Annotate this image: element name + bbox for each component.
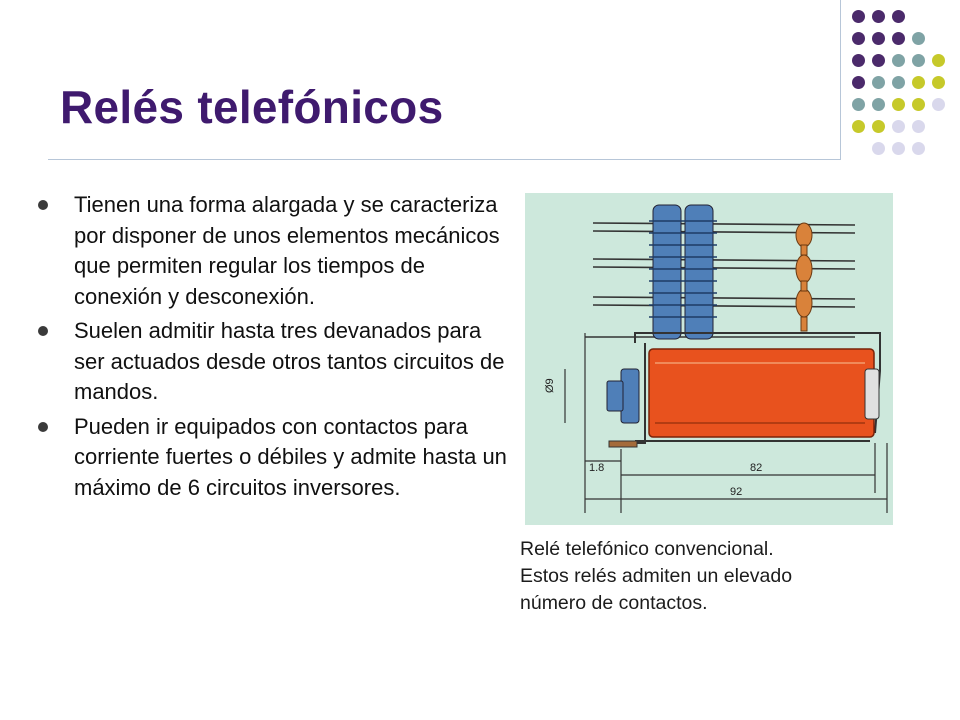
bullet-dot	[38, 326, 48, 336]
grid-dot	[852, 32, 865, 45]
corner-divider	[840, 0, 841, 160]
grid-dot	[892, 98, 905, 111]
dimension-82: 82	[750, 462, 762, 474]
decorative-dot-grid	[852, 10, 952, 160]
grid-dot	[852, 120, 865, 133]
bullet-dot	[38, 421, 48, 432]
dimension-diameter: Ø9	[544, 378, 556, 393]
grid-dot	[932, 98, 945, 111]
contact-stack	[649, 204, 717, 340]
grid-dot	[872, 76, 885, 89]
bullet-text: Suelen admitir hasta tres devanados para…	[74, 318, 505, 404]
grid-dot	[892, 142, 905, 155]
grid-dot	[872, 142, 885, 155]
bullet-item: Tienen una forma alargada y se caracteri…	[36, 190, 516, 312]
relay-illustration: 82 92 1.8 Ø9	[525, 193, 893, 525]
grid-dot	[872, 120, 885, 133]
grid-dot	[912, 54, 925, 67]
grid-dot	[852, 54, 865, 67]
caption-line: Relé telefónico convencional.	[520, 538, 774, 560]
grid-dot	[852, 98, 865, 111]
slide-title: Relés telefónicos	[60, 81, 444, 133]
bullet-item: Pueden ir equipados con contactos para c…	[36, 412, 516, 504]
grid-dot	[912, 76, 925, 89]
bullet-item: Suelen admitir hasta tres devanados para…	[36, 316, 516, 408]
grid-dot	[852, 10, 865, 23]
dimension-lines	[564, 333, 888, 513]
grid-dot	[872, 32, 885, 45]
grid-dot	[892, 76, 905, 89]
caption-line: Estos relés admiten un elevado	[520, 565, 793, 587]
bullet-text: Tienen una forma alargada y se caracteri…	[74, 192, 500, 309]
insulator-spools	[795, 222, 813, 332]
grid-dot	[852, 76, 865, 89]
bullet-dot	[38, 200, 48, 210]
grid-dot	[872, 54, 885, 67]
grid-dot	[872, 10, 885, 23]
grid-dot	[892, 54, 905, 67]
figure-caption: Relé telefónico convencional. Estos relé…	[520, 536, 920, 617]
terminal-lug	[608, 440, 638, 448]
grid-dot	[892, 10, 905, 23]
dimension-1-8: 1.8	[589, 462, 604, 474]
grid-dot	[892, 120, 905, 133]
core-end	[606, 368, 640, 424]
grid-dot	[932, 54, 945, 67]
grid-dot	[912, 98, 925, 111]
grid-dot	[932, 76, 945, 89]
title-divider	[48, 159, 840, 160]
grid-dot	[912, 142, 925, 155]
relay-coil	[648, 348, 880, 438]
dimension-92: 92	[730, 486, 742, 498]
bullet-text: Pueden ir equipados con contactos para c…	[74, 413, 507, 500]
bullet-list: Tienen una forma alargada y se caracteri…	[36, 190, 516, 507]
relay-drawing: 82 92 1.8 Ø9	[525, 193, 893, 525]
grid-dot	[912, 120, 925, 133]
grid-dot	[872, 98, 885, 111]
caption-line: número de contactos.	[520, 592, 708, 614]
grid-dot	[912, 32, 925, 45]
grid-dot	[892, 32, 905, 45]
